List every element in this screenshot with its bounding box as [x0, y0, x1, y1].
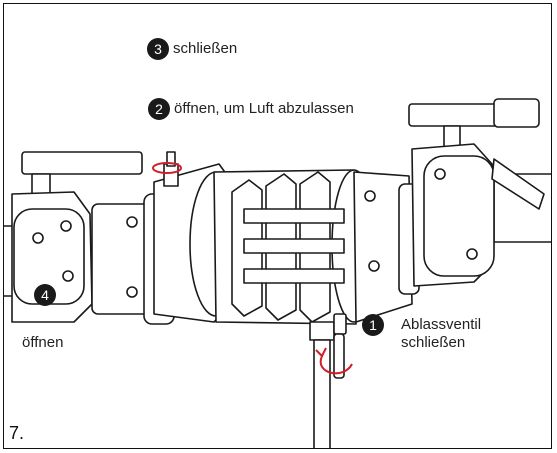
left-valve	[11, 151, 175, 325]
callout-number: 2	[148, 98, 170, 120]
drain-valve-rotation-arrow	[319, 355, 353, 375]
callout-1-line2: schließen	[401, 334, 466, 351]
callout-4: 4	[34, 284, 56, 306]
right-housing	[353, 171, 413, 323]
rotation-arrows	[152, 162, 353, 375]
callout-number: 4	[34, 284, 56, 306]
callout-4-text: öffnen	[22, 334, 64, 351]
callout-1-text: Ablassventil schließen	[401, 316, 481, 352]
step-number: 7.	[9, 423, 25, 443]
callout-number: 3	[147, 38, 169, 60]
callout-3: 3 schließen	[147, 38, 237, 60]
callout-text: öffnen, um Luft abzulassen	[174, 100, 354, 117]
right-valve	[408, 98, 545, 287]
callout-text: schließen	[173, 40, 238, 57]
callout-2: 2 öffnen, um Luft abzulassen	[148, 98, 354, 120]
instruction-figure: 3 schließen 2 öffnen, um Luft abzulassen…	[3, 3, 552, 449]
callout-1-line1: Ablassventil	[401, 316, 482, 333]
callout-1: 1	[362, 314, 384, 336]
coupling-body	[213, 169, 377, 325]
air-valve-rotation-arrow	[152, 162, 182, 174]
drain-valve	[309, 313, 347, 448]
pipe-assembly-drawing	[4, 98, 551, 448]
callout-number: 1	[362, 314, 384, 336]
air-valve	[163, 163, 179, 187]
